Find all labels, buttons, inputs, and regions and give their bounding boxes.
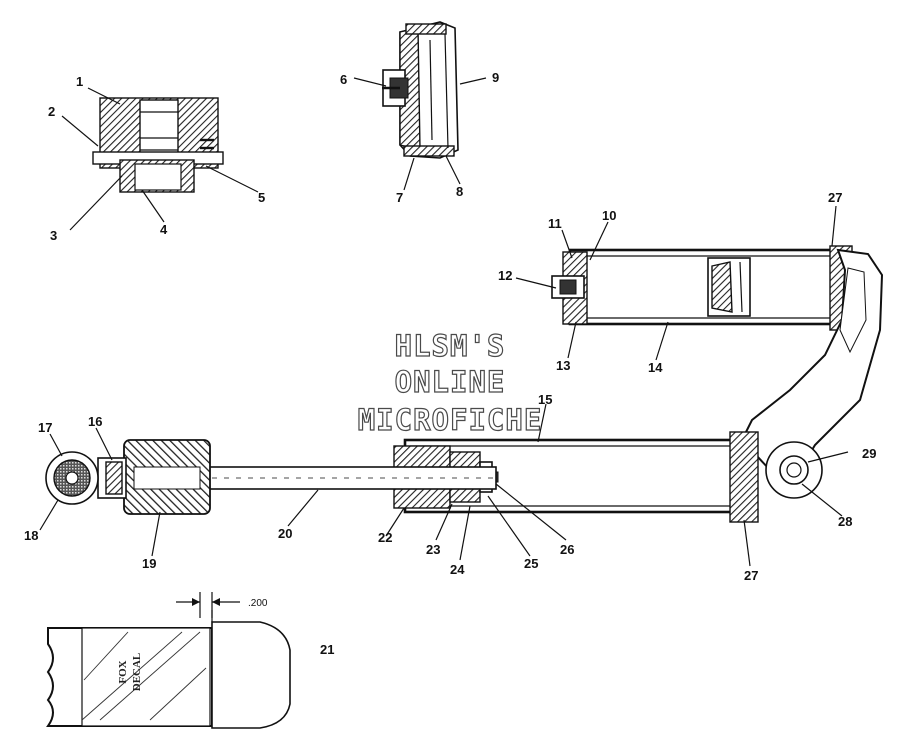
callout-8: 8 xyxy=(456,184,463,199)
callout-24: 24 xyxy=(450,562,465,577)
dimension-label: .200 xyxy=(248,598,268,609)
callout-12: 12 xyxy=(498,268,512,283)
callout-16: 16 xyxy=(88,414,102,429)
callout-27-top: 27 xyxy=(828,190,842,205)
callout-6: 6 xyxy=(340,72,347,87)
watermark: HLSM'S ONLINE MICROFICHE xyxy=(357,328,543,437)
callout-2: 2 xyxy=(48,104,55,119)
decal-text-line2: DECAL xyxy=(131,653,143,692)
callout-3: 3 xyxy=(50,228,57,243)
callout-11: 11 xyxy=(548,216,562,231)
watermark-line3: MICROFICHE xyxy=(358,403,543,437)
callout-5: 5 xyxy=(258,190,265,205)
callout-28: 28 xyxy=(838,514,852,529)
callout-25: 25 xyxy=(524,556,538,571)
decal-text-line1: FOX xyxy=(117,660,129,683)
shock-body xyxy=(393,248,884,523)
callout-9: 9 xyxy=(492,70,499,85)
callout-20: 20 xyxy=(278,526,292,541)
reservoir-assembly xyxy=(551,245,853,331)
watermark-line2: ONLINE xyxy=(395,365,506,399)
callout-17: 17 xyxy=(38,420,52,435)
callout-4: 4 xyxy=(160,222,168,237)
callout-23: 23 xyxy=(426,542,440,557)
callout-7: 7 xyxy=(396,190,403,205)
decal-detail: .200 FOX DECAL xyxy=(46,592,291,729)
callout-13: 13 xyxy=(556,358,570,373)
callout-21: 21 xyxy=(320,642,334,657)
callout-26: 26 xyxy=(560,542,574,557)
callout-14: 14 xyxy=(648,360,663,375)
piston-cup-assembly xyxy=(382,21,459,159)
callout-18: 18 xyxy=(24,528,38,543)
shaft-assembly xyxy=(45,439,497,515)
watermark-line1: HLSM'S xyxy=(395,329,506,363)
callout-1: 1 xyxy=(76,74,83,89)
leader-lines xyxy=(39,77,849,567)
callout-numbers: 1 2 3 4 5 6 7 8 9 10 11 12 13 14 15 16 1… xyxy=(24,70,876,657)
callout-15: 15 xyxy=(538,392,552,407)
seal-head-assembly xyxy=(92,97,224,193)
callout-10: 10 xyxy=(602,208,616,223)
callout-22: 22 xyxy=(378,530,392,545)
callout-27-bottom: 27 xyxy=(744,568,758,583)
callout-19: 19 xyxy=(142,556,156,571)
callout-29: 29 xyxy=(862,446,876,461)
